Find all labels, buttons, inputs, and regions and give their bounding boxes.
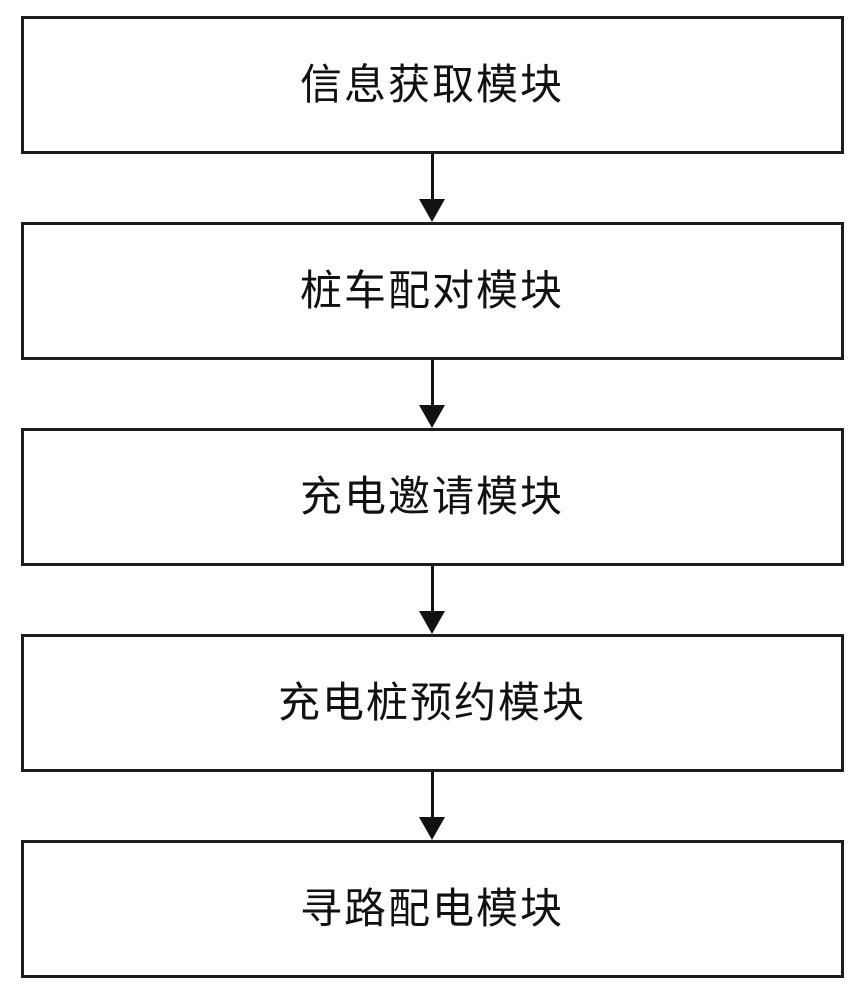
flowchart-column: 信息获取模块 桩车配对模块 充电邀请模块 充电桩预约模块 寻路配: [20, 16, 844, 978]
arrow-line: [430, 154, 434, 200]
arrow-line: [430, 360, 434, 406]
module-label-pathfinding-power-distribution: 寻路配电模块: [299, 885, 564, 932]
module-label-information-acquisition: 信息获取模块: [299, 61, 564, 108]
module-box-charging-pile-reservation: 充电桩预约模块: [20, 634, 844, 772]
module-label-charging-invitation: 充电邀请模块: [299, 473, 564, 520]
arrow-head-down-icon: [419, 611, 445, 634]
down-arrow-connector-3: [419, 566, 445, 634]
module-label-charging-pile-reservation: 充电桩预约模块: [277, 679, 586, 726]
module-label-pile-vehicle-pairing: 桩车配对模块: [299, 267, 564, 314]
arrow-head-down-icon: [419, 405, 445, 428]
down-arrow-connector-1: [419, 154, 445, 222]
down-arrow-connector-4: [419, 772, 445, 840]
module-box-pathfinding-power-distribution: 寻路配电模块: [20, 840, 844, 978]
down-arrow-connector-2: [419, 360, 445, 428]
module-box-pile-vehicle-pairing: 桩车配对模块: [20, 222, 844, 360]
arrow-head-down-icon: [419, 199, 445, 222]
arrow-line: [430, 566, 434, 612]
module-box-charging-invitation: 充电邀请模块: [20, 428, 844, 566]
module-box-information-acquisition: 信息获取模块: [20, 16, 844, 154]
arrow-line: [430, 772, 434, 818]
arrow-head-down-icon: [419, 817, 445, 840]
